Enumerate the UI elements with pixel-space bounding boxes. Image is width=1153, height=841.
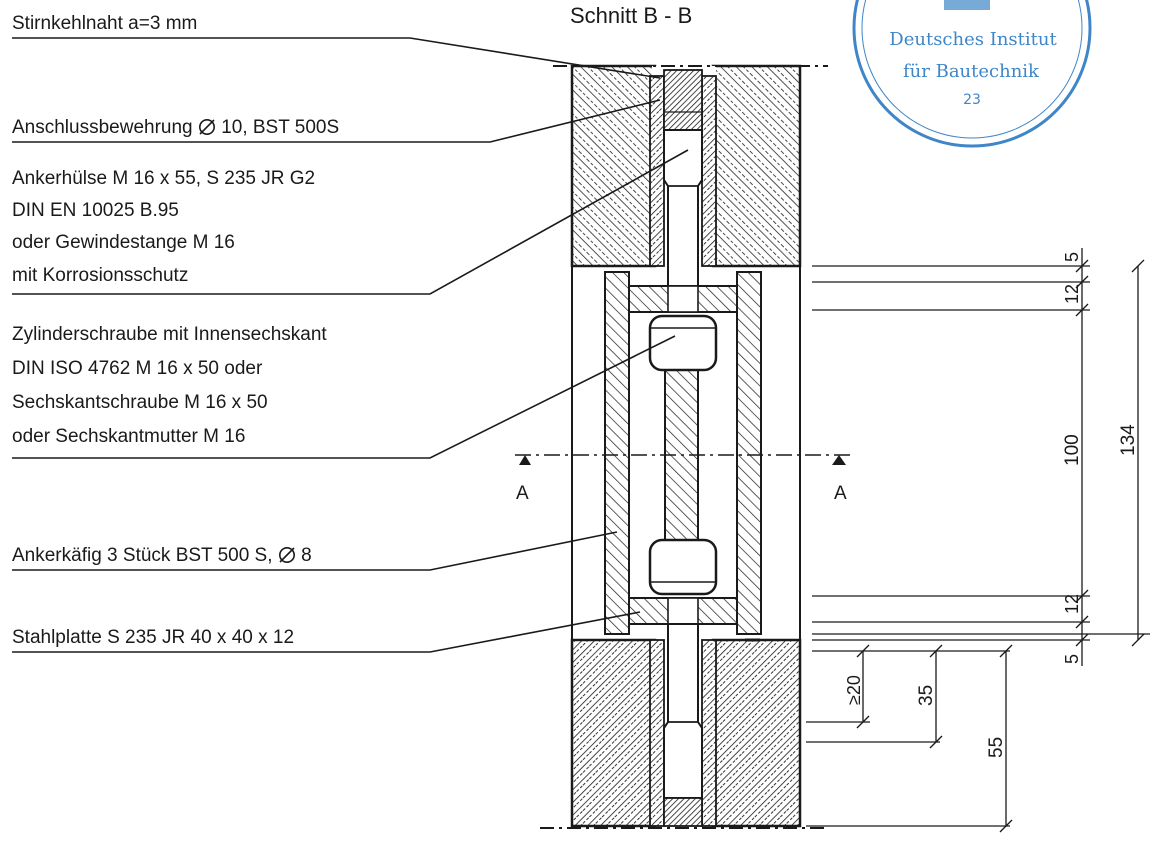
top-anchor-sleeve — [663, 69, 703, 301]
label-weld: Stirnkehlnaht a=3 mm — [12, 13, 198, 34]
stamp-line-2: für Bautechnik — [903, 61, 1040, 82]
joint-outline — [571, 266, 801, 640]
section-arrow-right-icon — [832, 455, 846, 465]
steel-plates — [628, 285, 738, 625]
dim-embed-35: 35 — [916, 685, 937, 706]
section-title: Schnitt B - B — [570, 3, 693, 28]
dimension-lines — [806, 248, 1150, 833]
leader-lines — [12, 37, 689, 653]
stamp-number: 23 — [963, 92, 981, 108]
section-arrow-left-icon — [519, 455, 531, 465]
dim-inner: 100 — [1062, 434, 1083, 466]
dimension-values: 5 12 100 134 12 5 ≥20 35 55 — [844, 252, 1139, 758]
section-line-a-a: A A — [515, 454, 850, 504]
dim-bottom-plate: 12 — [1062, 594, 1082, 614]
dim-top-gap: 5 — [1062, 252, 1082, 262]
screw-heads — [648, 314, 718, 596]
dim-total: 134 — [1118, 424, 1139, 456]
label-screw-3: Sechskantschraube M 16 x 50 — [12, 392, 268, 413]
dim-min-embed: ≥20 — [844, 675, 864, 705]
label-plate: Stahlplatte S 235 JR 40 x 40 x 12 — [12, 627, 295, 648]
approval-stamp: Deutsches Institut für Bautechnik 23 — [852, 0, 1092, 148]
stamp-line-1: Deutsches Institut — [889, 29, 1057, 50]
label-cage-prefix: Ankerkäfig 3 Stück BST 500 S, — [12, 545, 273, 566]
section-marker-right: A — [834, 483, 847, 504]
label-cage-suffix: 8 — [301, 545, 312, 566]
label-sleeve-3: oder Gewindestange M 16 — [12, 232, 235, 253]
section-marker-left: A — [516, 483, 529, 504]
label-rebar-prefix: Anschlussbewehrung — [12, 117, 193, 138]
label-screw-4: oder Sechskantmutter M 16 — [12, 426, 246, 447]
label-screw-2: DIN ISO 4762 M 16 x 50 oder — [12, 358, 263, 379]
label-rebar: Anschlussbewehrung 10, BST 500S — [12, 118, 339, 137]
label-sleeve-4: mit Korrosionsschutz — [12, 265, 189, 286]
label-sleeve-1: Ankerhülse M 16 x 55, S 235 JR G2 — [12, 168, 316, 189]
label-screw-1: Zylinderschraube mit Innensechskant — [12, 324, 327, 345]
label-cage: Ankerkäfig 3 Stück BST 500 S, 8 — [12, 546, 312, 565]
diameter-icon — [278, 546, 296, 564]
top-concrete-element — [570, 64, 802, 268]
label-rebar-suffix: 10, BST 500S — [221, 117, 340, 138]
dim-embed-55: 55 — [986, 737, 1007, 758]
label-sleeve-2: DIN EN 10025 B.95 — [12, 200, 179, 221]
diameter-icon — [198, 118, 216, 136]
break-lines — [540, 65, 828, 829]
dim-bottom-gap: 5 — [1062, 654, 1082, 664]
dim-top-plate: 12 — [1062, 284, 1082, 304]
bottom-anchor-sleeve — [663, 623, 703, 827]
